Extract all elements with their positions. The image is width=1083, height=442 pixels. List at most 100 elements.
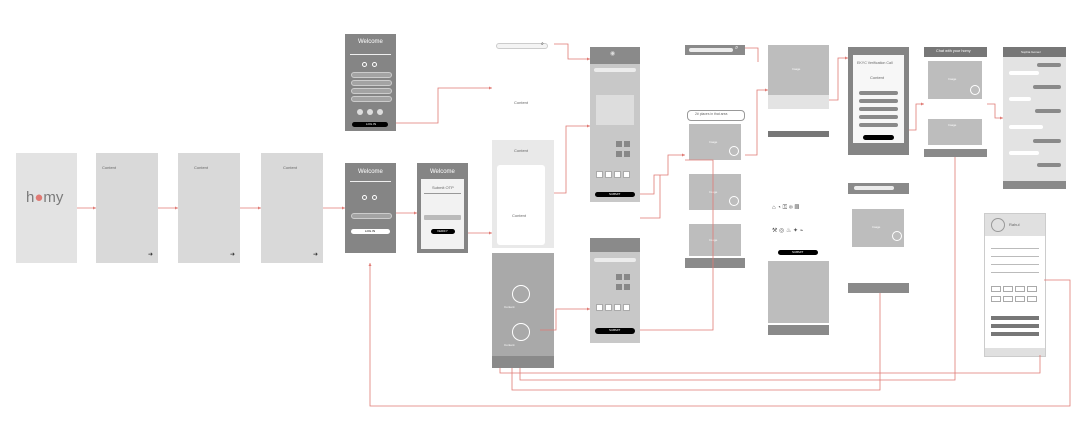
input-field[interactable]	[351, 96, 392, 102]
settings-row[interactable]	[991, 324, 1039, 328]
option-circle[interactable]	[367, 109, 373, 115]
header-bar	[1003, 47, 1066, 57]
onboarding-screen-3: Content ➜	[261, 153, 323, 263]
otp-screen: Welcome Submit OTP VERIFY	[417, 163, 468, 253]
image-label: Image	[948, 123, 957, 127]
phone-input[interactable]	[351, 213, 392, 219]
option-box[interactable]	[616, 274, 622, 280]
option-box[interactable]	[624, 141, 630, 147]
login-label: LOG IN	[366, 122, 377, 126]
otp-input[interactable]	[424, 215, 461, 220]
preference-box[interactable]	[1027, 286, 1037, 292]
header-bar	[590, 47, 640, 64]
onboarding-screen-2: Content ➜	[178, 153, 240, 263]
social-icon[interactable]	[362, 62, 367, 67]
preference-box[interactable]	[1015, 296, 1025, 302]
input-field[interactable]	[351, 88, 392, 94]
option-pill[interactable]	[859, 107, 898, 111]
flow-link	[640, 175, 661, 219]
submit-label: SUBMIT	[609, 192, 621, 196]
option-pill[interactable]	[859, 91, 898, 95]
login-button[interactable]	[351, 229, 390, 234]
login-button[interactable]	[352, 122, 388, 127]
content-label: Content	[283, 165, 298, 170]
pin-icon: ●	[34, 189, 44, 206]
option-pill[interactable]	[859, 123, 898, 127]
listing-image[interactable]: Image	[689, 174, 741, 210]
social-icon[interactable]	[372, 62, 377, 67]
bottom-nav	[685, 258, 745, 268]
map-image	[768, 261, 829, 323]
amenity-box[interactable]	[614, 171, 621, 178]
preference-box[interactable]	[1015, 286, 1025, 292]
option-box[interactable]	[624, 274, 630, 280]
option-box[interactable]	[616, 151, 622, 157]
chat-card[interactable]: Image	[928, 119, 982, 145]
flow-link	[396, 87, 492, 124]
option-pill[interactable]	[859, 115, 898, 119]
location-input[interactable]	[594, 68, 636, 72]
contact-name: Sophia Gomez	[1021, 50, 1041, 54]
welcome-screen: Welcome LOG IN	[345, 163, 396, 253]
option-circle[interactable]	[357, 109, 363, 115]
verify-label: VERIFY	[437, 229, 448, 233]
listing-image[interactable]: Image	[852, 209, 904, 247]
option-box[interactable]	[616, 284, 622, 290]
divider	[350, 181, 391, 182]
login-label: LOG IN	[365, 229, 376, 233]
amenity-box[interactable]	[596, 171, 603, 178]
bottom-nav	[1003, 181, 1066, 189]
arrow-right-icon[interactable]: ➜	[230, 252, 236, 258]
social-icon[interactable]	[372, 195, 377, 200]
profile-field	[991, 272, 1039, 273]
owner-icon[interactable]	[512, 323, 530, 341]
option-box[interactable]	[616, 141, 622, 147]
chat-card[interactable]: Image	[928, 61, 982, 99]
amenity-icons: ⌂ ◔ ⚿ ❄ ▤ ⚒ ◎ ♨ ✦ ⌁	[772, 203, 826, 247]
amenity-box[interactable]	[605, 304, 612, 311]
bottom-nav	[924, 149, 987, 157]
search-input[interactable]	[854, 186, 894, 190]
option-box[interactable]	[624, 151, 630, 157]
flow-link	[745, 89, 768, 156]
input-field[interactable]	[351, 72, 392, 78]
flow-link	[909, 103, 924, 131]
preference-box[interactable]	[991, 286, 1001, 292]
preference-box[interactable]	[1027, 296, 1037, 302]
image-label: Image	[948, 77, 957, 81]
verify-button[interactable]	[431, 229, 455, 234]
option-circle[interactable]	[377, 109, 383, 115]
welcome-title: Welcome	[430, 169, 455, 175]
photo-grid	[596, 95, 634, 125]
option-box[interactable]	[624, 284, 630, 290]
settings-row[interactable]	[991, 332, 1039, 336]
bottom-nav	[985, 348, 1045, 356]
arrow-right-icon[interactable]: ➜	[313, 252, 319, 258]
preference-box[interactable]	[1003, 296, 1013, 302]
ekyc-card: EKYC Verification Call Content	[853, 55, 904, 143]
amenity-box[interactable]	[623, 171, 630, 178]
amenity-box[interactable]	[605, 171, 612, 178]
input-field[interactable]	[351, 80, 392, 86]
preference-box[interactable]	[1003, 286, 1013, 292]
input-field[interactable]	[594, 258, 636, 262]
amenity-box[interactable]	[623, 304, 630, 311]
settings-row[interactable]	[991, 316, 1039, 320]
listing-image[interactable]: Image	[689, 224, 741, 256]
otp-card: Submit OTP VERIFY	[421, 179, 464, 249]
message-bubble	[1037, 163, 1061, 167]
submit-button[interactable]	[863, 135, 894, 140]
amenity-box[interactable]	[596, 304, 603, 311]
preference-box[interactable]	[991, 296, 1001, 302]
search-input[interactable]	[496, 43, 548, 49]
tenant-icon[interactable]	[512, 285, 530, 303]
arrow-right-icon[interactable]: ➜	[148, 252, 154, 258]
option-pill[interactable]	[859, 99, 898, 103]
avatar	[991, 218, 1005, 232]
logo-suffix: my	[43, 189, 64, 206]
search-input[interactable]	[689, 48, 733, 52]
listing-image[interactable]: Image	[689, 124, 741, 160]
amenity-box[interactable]	[614, 304, 621, 311]
social-icon[interactable]	[362, 195, 367, 200]
logo-prefix: h	[26, 189, 35, 206]
